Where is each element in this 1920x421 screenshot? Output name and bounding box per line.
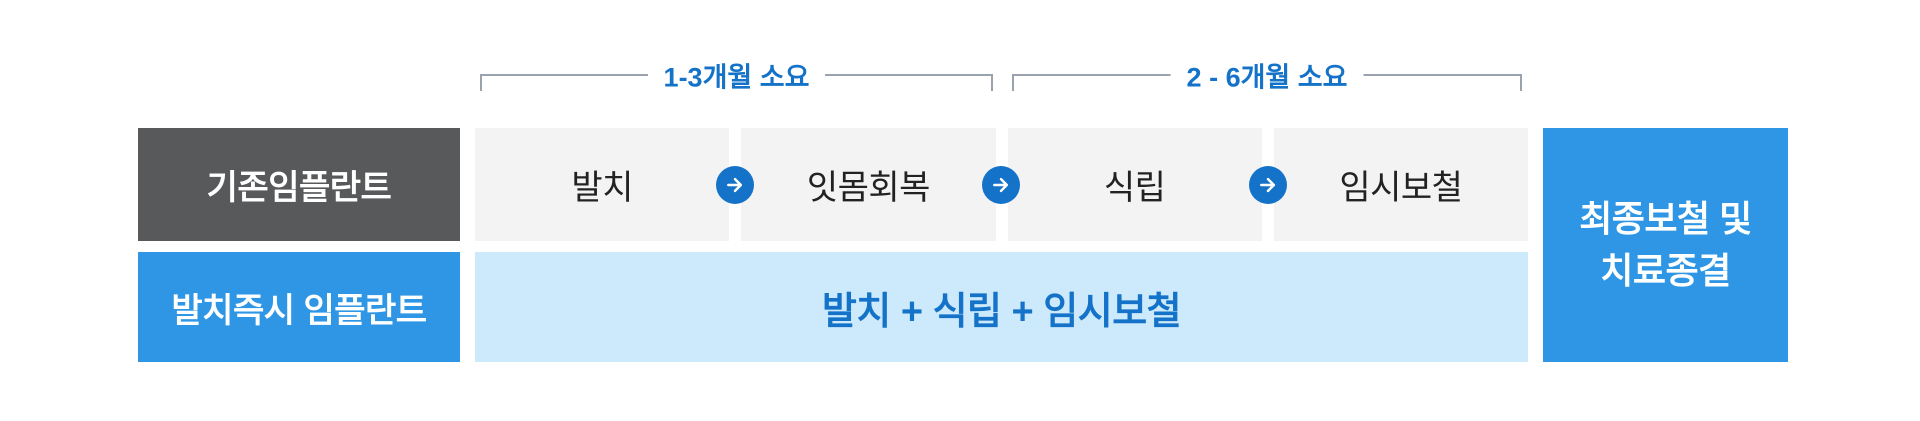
duration-bracket-2: 2 - 6개월 소요 xyxy=(1012,55,1522,95)
arrow-right-icon xyxy=(716,166,754,204)
arrow-right-icon xyxy=(982,166,1020,204)
arrow-right-icon xyxy=(1249,166,1287,204)
conventional-steps-row: 발치 잇몸회복 식립 임시보철 xyxy=(475,128,1528,241)
final-result-line1: 최종보철 및 xyxy=(1579,197,1752,239)
row-label-conventional-implant: 기존임플란트 xyxy=(138,128,460,241)
immediate-combined-step: 발치 + 식립 + 임시보철 xyxy=(475,252,1528,362)
duration-bracket-1: 1-3개월 소요 xyxy=(480,55,993,95)
duration-label-2: 2 - 6개월 소요 xyxy=(1170,55,1364,95)
step-placement: 식립 xyxy=(1007,128,1262,241)
step-extraction: 발치 xyxy=(475,128,730,241)
step-gum-recovery: 잇몸회복 xyxy=(741,128,996,241)
step-temporary-prosthesis: 임시보철 xyxy=(1273,128,1528,241)
final-result-line2: 치료종결 xyxy=(1600,250,1731,291)
row-label-immediate-implant: 발치즉시 임플란트 xyxy=(138,252,460,362)
duration-label-1: 1-3개월 소요 xyxy=(647,55,826,95)
final-result-box: 최종보철 및 치료종결 xyxy=(1543,128,1788,362)
